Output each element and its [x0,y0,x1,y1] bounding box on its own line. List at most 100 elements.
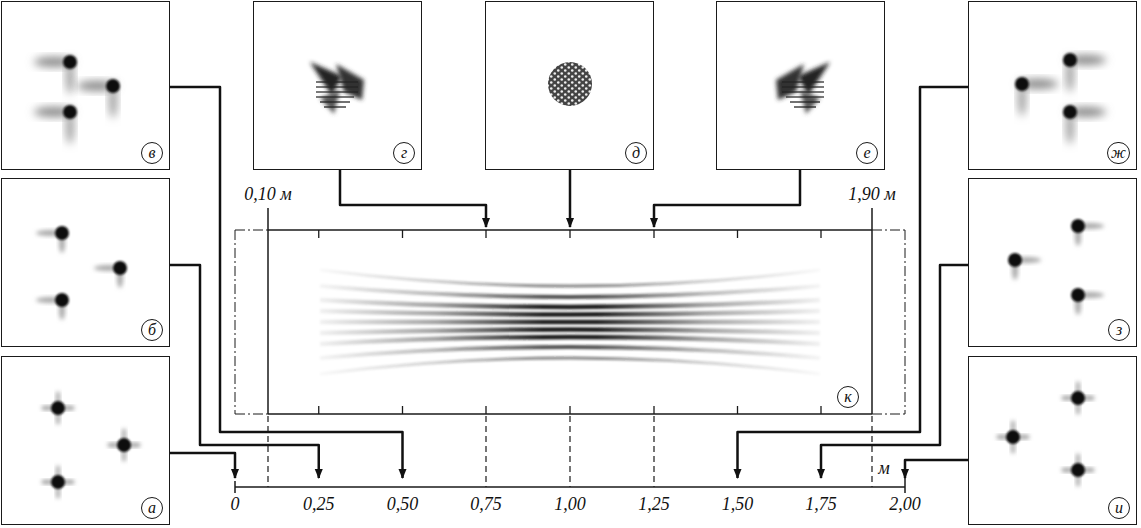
drawing-part [1015,77,1058,116]
drawing-part [905,460,968,478]
axis-tick-label: 0 [231,494,240,514]
axis-tick-label: 0,75 [470,494,502,514]
drawing-part [310,62,364,114]
image-panel: з [968,178,1137,347]
panel-letter: к [837,386,859,408]
drawing-part [320,286,820,297]
panel-letter: г [393,142,415,164]
image-panel: г [253,1,422,170]
image-panel: ж [968,1,1137,170]
drawing-part [234,481,236,493]
image-panel: д [485,1,654,170]
drawing-part [872,230,905,231]
drawing-part [653,416,654,487]
position-label: 1,90 м [848,184,896,204]
drawing-part [776,62,830,114]
drawing-part [170,453,235,478]
drawing-part [320,330,820,334]
image-panel: в [1,1,170,170]
drawing-part [340,170,486,227]
axis-tick-label: 1,75 [805,494,837,514]
drawing-part [548,62,592,106]
image-panel: б [1,178,170,347]
panel-letter: и [1108,497,1130,519]
drawing-part [320,311,820,315]
drawing-part [569,416,570,487]
leader-arrows [170,87,968,478]
unit-label: м [878,458,890,478]
drawing-part [997,53,1106,486]
drawing-part [1071,288,1104,315]
beam-frame [235,208,905,487]
axis-tick-label: 0,25 [303,494,335,514]
drawing-part [320,337,820,344]
beam-panel: к [235,230,905,414]
drawing-part [268,416,872,487]
drawing-part [318,406,319,414]
drawing-part [320,300,820,307]
panel-letter: в [141,142,163,164]
drawing-part [737,230,738,238]
panel-letter: з [1108,319,1130,341]
drawing-part [235,230,905,414]
drawing-part [904,478,906,493]
drawing-part [402,230,403,238]
drawing-part [318,230,319,238]
drawing-part [569,406,570,414]
drawing-part [267,416,268,487]
drawing-part [485,230,486,238]
drawing-part [235,486,905,488]
beam-fringes [320,270,820,374]
drawing-part [42,392,74,424]
drawing-part [36,226,69,253]
axis-tick-label: 1,50 [722,494,754,514]
drawing-part [738,87,969,478]
drawing-part [320,320,820,325]
drawing-part [654,170,800,227]
image-panel: а [1,356,170,525]
drawing-part [737,406,738,414]
drawing-part [34,55,77,94]
drawing-part [821,265,968,478]
panel-letter: а [141,497,163,519]
drawing-part [34,105,77,144]
drawing-part [108,429,140,461]
drawing-part [871,416,872,487]
drawing-part [820,406,821,414]
drawing-part [569,170,572,227]
distance-axis [235,478,905,493]
drawing-part [905,230,906,414]
axis-tick-label: 0,50 [387,494,419,514]
drawing-part [871,208,873,414]
drawing-part [485,406,486,414]
drawing-part [997,421,1029,453]
image-panel: е [716,1,885,170]
drawing-part [569,230,570,238]
drawing-part [1071,219,1104,246]
axis-tick-label: 1,25 [638,494,670,514]
drawing-part [319,230,821,414]
panel-letter: е [856,142,878,164]
drawing-part [235,230,268,231]
drawing-part [170,87,403,478]
drawing-part [872,414,905,415]
drawing-part [77,79,120,118]
drawing-part [320,270,820,286]
drawing-part [820,230,821,238]
drawing-part [653,230,654,238]
position-label: 0,10 м [244,184,292,204]
drawing-part [1008,253,1041,280]
drawing-part [320,347,820,358]
panel-letter: ж [1107,142,1130,164]
drawing-part [1062,454,1094,486]
drawing-part [776,62,830,114]
drawing-part [1063,53,1106,92]
drawing-part [235,414,268,415]
drawing-part [94,261,127,288]
drawing-part [653,406,654,414]
drawing-part [320,358,820,374]
axis-tick-label: 1,00 [554,494,586,514]
spot-pattern [34,53,1106,498]
drawing-part [485,416,486,487]
